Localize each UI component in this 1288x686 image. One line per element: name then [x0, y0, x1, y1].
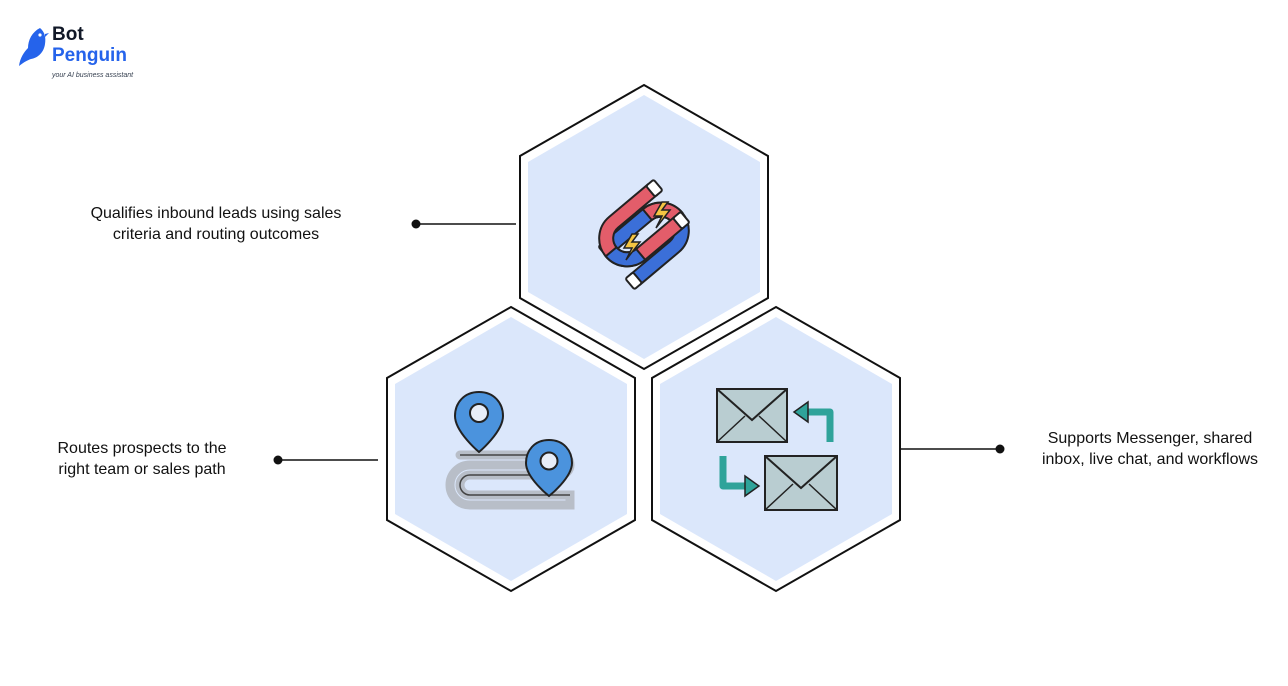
spark-icon — [622, 201, 672, 261]
brand-logo[interactable]: Bot Penguin your AI business assistant — [18, 24, 158, 84]
connector-left — [273, 455, 378, 465]
callout-line: right team or sales path — [58, 461, 226, 478]
hexagon-channels — [651, 305, 901, 593]
connector-top — [411, 219, 516, 229]
callout-line: Supports Messenger, shared — [1047, 430, 1253, 447]
callout-routing: Routes prospects to the right team or sa… — [20, 438, 264, 480]
callout-line: Qualifies inbound leads using sales — [90, 205, 342, 222]
callout-channels: Supports Messenger, shared inbox, live c… — [1012, 428, 1288, 470]
penguin-logo-icon — [19, 28, 49, 66]
connector-right — [901, 444, 1005, 454]
hexagon-routing — [386, 305, 636, 593]
brand-name-line1: Bot — [52, 24, 84, 45]
brand-name-line2: Penguin — [52, 45, 127, 66]
envelopes-exchange-icon — [716, 388, 838, 511]
callout-lead-qualification: Qualifies inbound leads using sales crit… — [46, 203, 386, 245]
callout-line: Routes prospects to the — [57, 440, 227, 457]
route-pins-icon — [445, 390, 575, 510]
brand-tagline: your AI business assistant — [52, 72, 134, 79]
callout-line: inbox, live chat, and workflows — [1041, 451, 1259, 468]
callout-line: criteria and routing outcomes — [112, 226, 320, 243]
